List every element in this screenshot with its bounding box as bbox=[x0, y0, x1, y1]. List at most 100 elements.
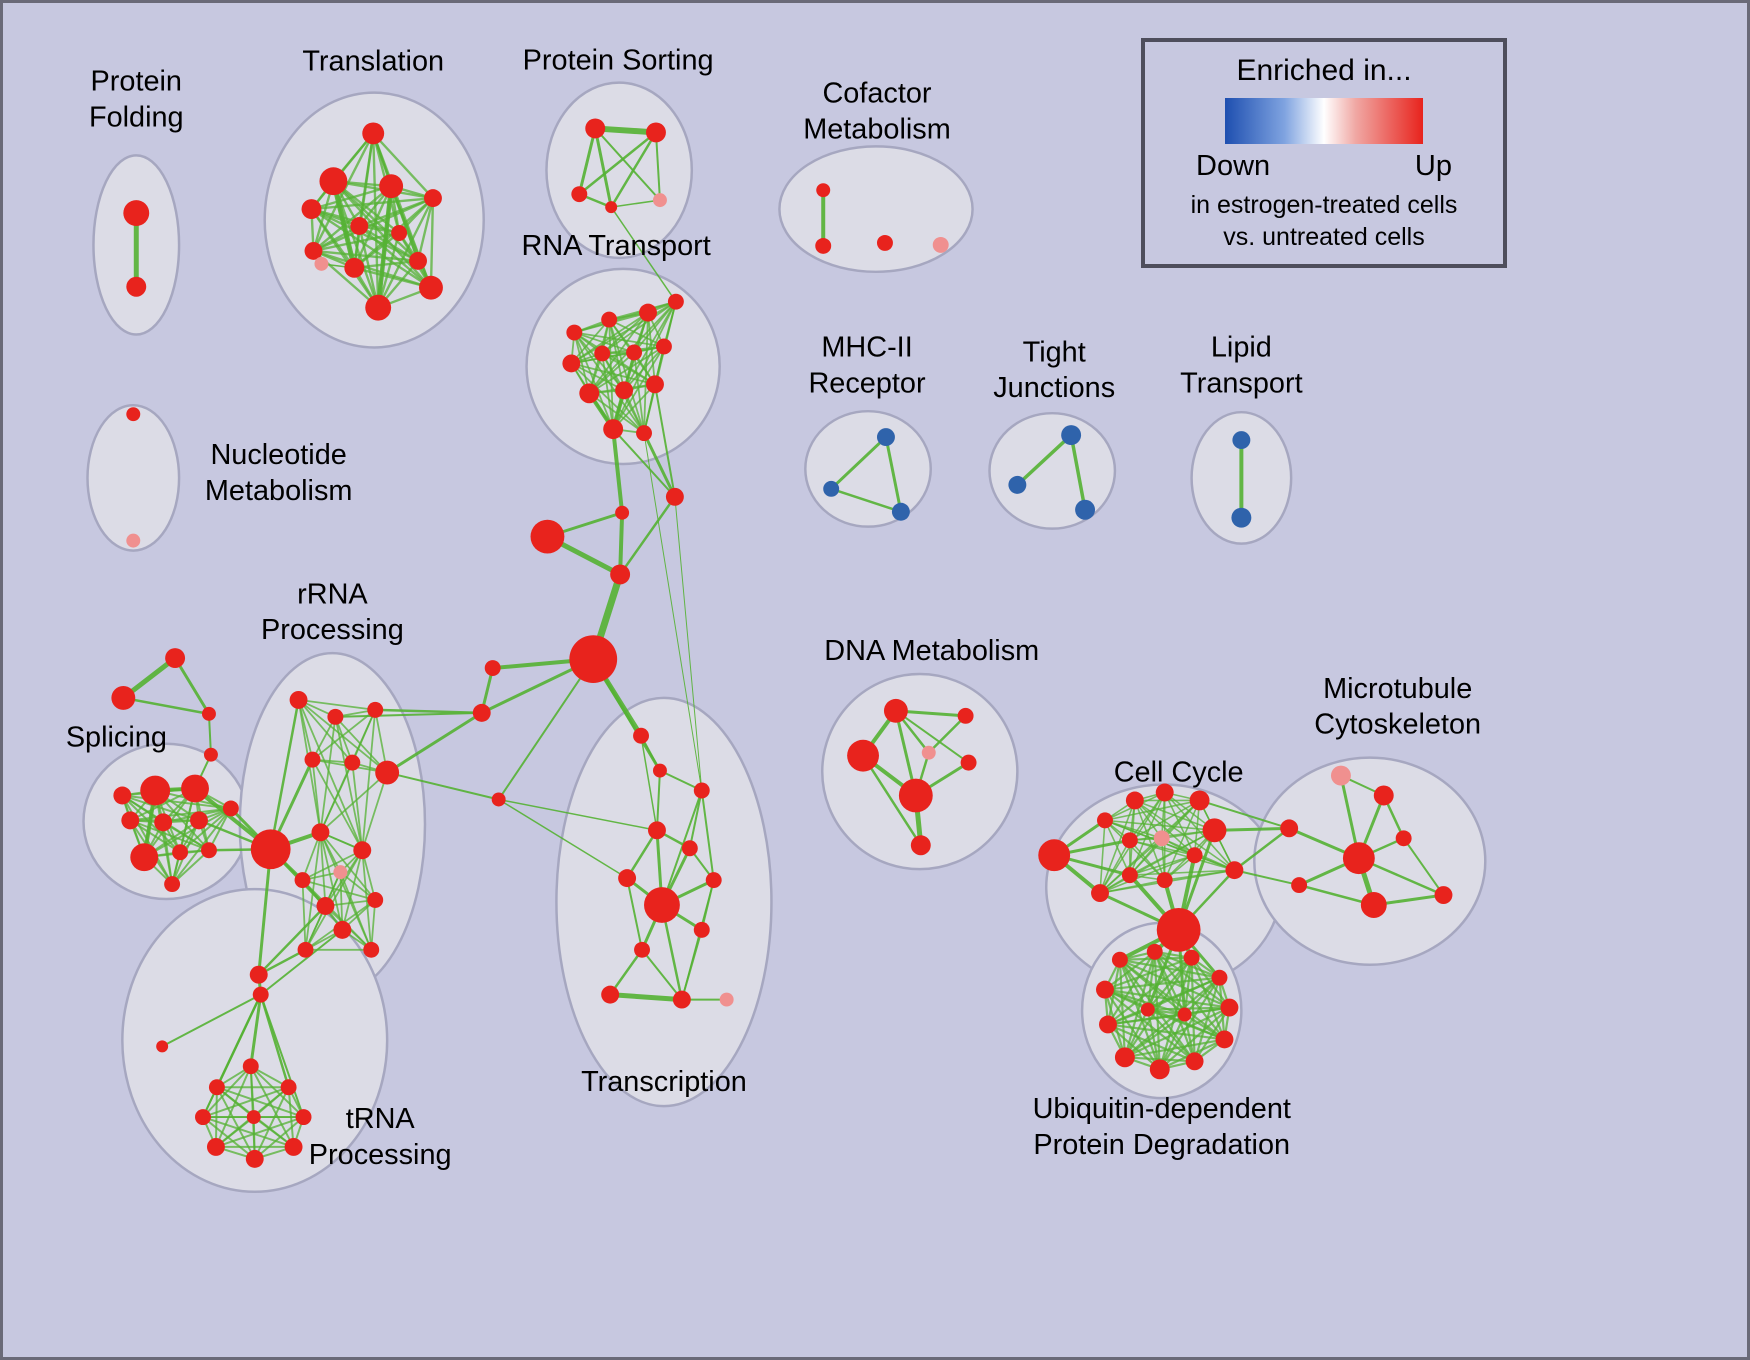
edge-ps2-ps3 bbox=[578, 131, 658, 196]
edge-t4-t12 bbox=[375, 183, 394, 310]
node-cc14 bbox=[1225, 861, 1244, 880]
edge-rr5-rr9 bbox=[351, 761, 364, 852]
edge-t6-t10 bbox=[358, 224, 420, 263]
node-cc5 bbox=[1189, 790, 1210, 811]
node-tr1 bbox=[252, 986, 269, 1003]
node-dn5 bbox=[960, 754, 977, 771]
edge-sp10-sp11 bbox=[171, 849, 210, 886]
node-ub9 bbox=[1114, 1047, 1135, 1068]
node-lt2 bbox=[1231, 507, 1252, 528]
edge-t4-t11 bbox=[389, 184, 433, 289]
edge-st1-st3 bbox=[173, 656, 211, 716]
node-lft1 bbox=[484, 660, 501, 677]
node-mc5 bbox=[1395, 830, 1412, 847]
edge-mid2-mid3 bbox=[618, 510, 625, 577]
edge-sp3-sp7 bbox=[121, 794, 232, 810]
node-nm1 bbox=[126, 407, 141, 422]
edge-ub7-ub8 bbox=[1106, 1023, 1226, 1041]
edge-tx6-tx10 bbox=[626, 877, 644, 951]
node-rt11 bbox=[646, 375, 664, 394]
edge-rr2-rr9 bbox=[334, 715, 364, 852]
edge-rr2-rr4 bbox=[311, 715, 337, 761]
node-mh2 bbox=[823, 480, 840, 497]
node-tx1 bbox=[633, 727, 650, 744]
edge-mc5-mc8 bbox=[1402, 837, 1445, 897]
node-cc8 bbox=[1153, 830, 1170, 847]
edge-tx3-tx8 bbox=[700, 789, 715, 882]
edge-dn2-dn4 bbox=[927, 714, 967, 754]
edge-t3-t5 bbox=[310, 196, 435, 211]
node-mid3 bbox=[610, 564, 631, 585]
edge-rt4-rt12 bbox=[612, 300, 677, 431]
edge-tx11-tx12 bbox=[607, 992, 685, 1003]
node-hub bbox=[569, 635, 618, 683]
node-mid1 bbox=[665, 487, 684, 506]
edge-ub5-ub6 bbox=[1103, 988, 1231, 1009]
node-cc6 bbox=[1202, 818, 1227, 843]
edge-rr1-rr3 bbox=[297, 699, 377, 711]
edge-tr6-tr7 bbox=[214, 1116, 305, 1148]
node-lft2 bbox=[472, 703, 491, 722]
edge-ub5-ub13 bbox=[1103, 988, 1186, 1016]
edge-rt4-rt10 bbox=[623, 300, 677, 392]
node-sp5 bbox=[154, 813, 173, 832]
cluster-label-dna-metabolism: DNA Metabolism bbox=[824, 635, 1039, 667]
edge-rt4-rt6 bbox=[601, 300, 677, 355]
edge-rr4-rr8 bbox=[311, 758, 322, 834]
node-rr13 bbox=[367, 892, 384, 908]
node-ub13 bbox=[1177, 1007, 1192, 1022]
edge-ub2-ub5 bbox=[1103, 950, 1156, 991]
edge-cc7-cc14 bbox=[1129, 839, 1236, 871]
edge-rt1-rt9 bbox=[573, 331, 591, 395]
node-rt10 bbox=[615, 381, 634, 400]
node-rt2 bbox=[601, 311, 618, 328]
edge-ub1-ub4 bbox=[1118, 958, 1221, 979]
edge-cc7-cc11 bbox=[1099, 839, 1131, 894]
edge-rt11-rt12 bbox=[612, 383, 656, 431]
edge-ub7-ub10 bbox=[1106, 1023, 1161, 1071]
edge-cc5-cc12 bbox=[1163, 799, 1201, 881]
node-ps2 bbox=[646, 122, 666, 143]
node-t11 bbox=[419, 275, 443, 300]
edge-rr7-rr17 bbox=[257, 847, 273, 977]
edge-cc2-cc11 bbox=[1099, 819, 1106, 894]
edge-tr4-tr5 bbox=[201, 1086, 290, 1119]
cluster-region-nucleotide-metabolism bbox=[86, 403, 181, 552]
legend-up-label: Up bbox=[1414, 150, 1452, 182]
edge-rt4-rt5 bbox=[570, 300, 677, 365]
node-rt9 bbox=[579, 383, 600, 404]
edge-sp7-sp8 bbox=[143, 807, 232, 859]
edge-ps1-ps3 bbox=[577, 126, 597, 196]
edge-sp3-sp6 bbox=[121, 794, 200, 822]
node-tx12 bbox=[672, 990, 691, 1009]
node-cm3 bbox=[876, 234, 893, 251]
node-tr3 bbox=[208, 1079, 225, 1096]
node-tr7 bbox=[206, 1137, 225, 1156]
node-sp11 bbox=[164, 876, 181, 893]
node-cc3 bbox=[1125, 791, 1144, 810]
edge-rr3-rr4 bbox=[311, 708, 377, 761]
edge-tr3-tr6 bbox=[215, 1086, 305, 1119]
edge-tr6-tr9 bbox=[253, 1116, 305, 1160]
cluster-region-tight-junctions bbox=[988, 411, 1117, 530]
node-tx13 bbox=[719, 992, 734, 1007]
node-t12 bbox=[365, 294, 392, 321]
node-tj2 bbox=[1008, 475, 1027, 494]
node-mc6 bbox=[1291, 877, 1308, 894]
node-rt3 bbox=[639, 303, 657, 322]
node-sp4 bbox=[121, 811, 140, 830]
edge-cc3-cc11 bbox=[1099, 799, 1136, 894]
cluster-region-mhc-ii-receptor bbox=[804, 409, 932, 528]
node-rr3 bbox=[367, 701, 384, 718]
node-rr15 bbox=[297, 941, 314, 958]
edge-rr6-rr8 bbox=[319, 771, 389, 834]
node-t8 bbox=[304, 241, 323, 260]
node-sp2 bbox=[181, 774, 209, 803]
edge-lnk-hub bbox=[497, 658, 595, 801]
edge-rt12-mid2 bbox=[611, 427, 625, 515]
node-tx5 bbox=[681, 840, 698, 857]
